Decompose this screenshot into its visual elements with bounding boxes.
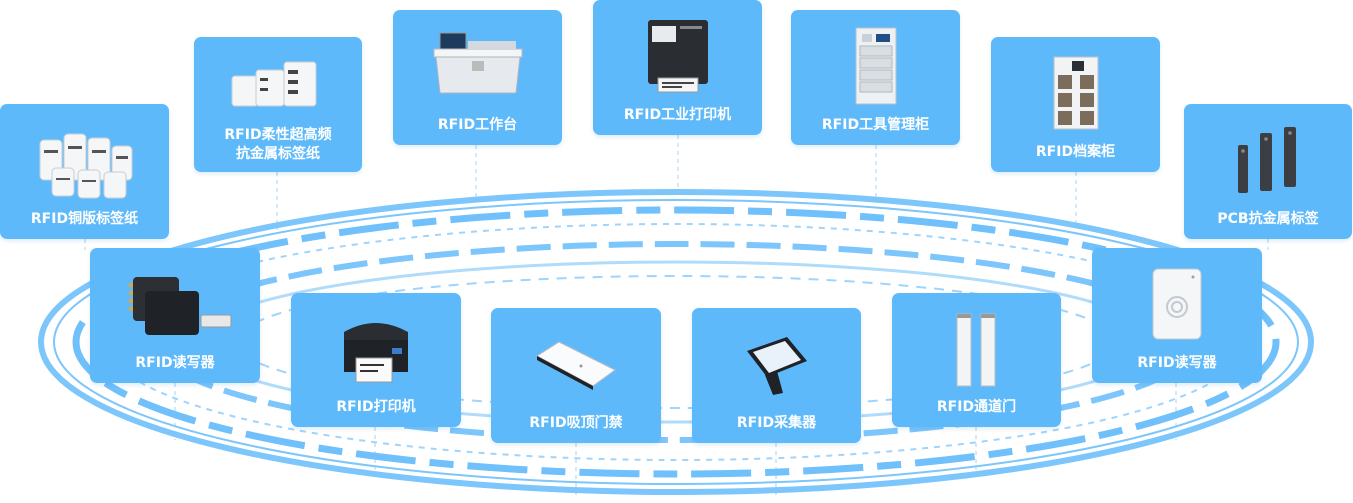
product-card-tool-cabinet[interactable]: RFID工具管理柜: [791, 10, 960, 145]
product-label: RFID读写器: [1137, 355, 1217, 371]
product-card-copper-label[interactable]: RFID铜版标签纸: [0, 104, 169, 239]
product-card-reader-left[interactable]: RFID读写器: [90, 248, 260, 383]
product-card-reader-right[interactable]: RFID读写器: [1092, 248, 1262, 383]
product-label: PCB抗金属标签: [1217, 211, 1319, 227]
product-card-archive-cabinet[interactable]: RFID档案柜: [991, 37, 1160, 172]
product-card-access-gate[interactable]: RFID通道门: [892, 293, 1061, 427]
product-card-flexible-label[interactable]: RFID柔性超高频 抗金属标签纸: [194, 37, 362, 172]
pcb-tag-icon: [1184, 114, 1352, 205]
industrial-printer-icon: [593, 10, 762, 101]
product-label: RFID读写器: [135, 355, 215, 371]
product-label: RFID柔性超高频 抗金属标签纸: [224, 127, 332, 162]
product-label: RFID吸顶门禁: [529, 415, 623, 431]
label-rolls-icon: [194, 47, 362, 122]
handheld-collector-icon: [692, 318, 861, 409]
desktop-printer-icon: [291, 303, 461, 393]
label-rolls-icon: [0, 114, 169, 205]
product-card-ceiling-gate[interactable]: RFID吸顶门禁: [491, 308, 661, 443]
archive-cabinet-icon: [991, 47, 1160, 138]
product-label: RFID工业打印机: [623, 107, 732, 123]
workstation-icon: [393, 20, 562, 111]
tool-cabinet-icon: [791, 20, 960, 111]
product-label: RFID档案柜: [1035, 144, 1116, 160]
product-label: RFID通道门: [936, 399, 1017, 415]
product-card-industrial-printer[interactable]: RFID工业打印机: [593, 0, 762, 135]
gate-pillars-icon: [892, 303, 1061, 393]
product-card-workstation[interactable]: RFID工作台: [393, 10, 562, 145]
product-label: RFID打印机: [336, 399, 416, 415]
product-card-pcb-tag[interactable]: PCB抗金属标签: [1184, 104, 1352, 239]
product-card-printer[interactable]: RFID打印机: [291, 293, 461, 427]
product-label: RFID工具管理柜: [821, 117, 930, 133]
product-label: RFID采集器: [736, 415, 817, 431]
fixed-reader-icon: [90, 258, 260, 349]
product-label: RFID工作台: [437, 117, 518, 133]
product-card-collector[interactable]: RFID采集器: [692, 308, 861, 443]
ceiling-antenna-icon: [491, 318, 661, 409]
panel-reader-icon: [1092, 258, 1262, 349]
product-label: RFID铜版标签纸: [30, 211, 139, 227]
